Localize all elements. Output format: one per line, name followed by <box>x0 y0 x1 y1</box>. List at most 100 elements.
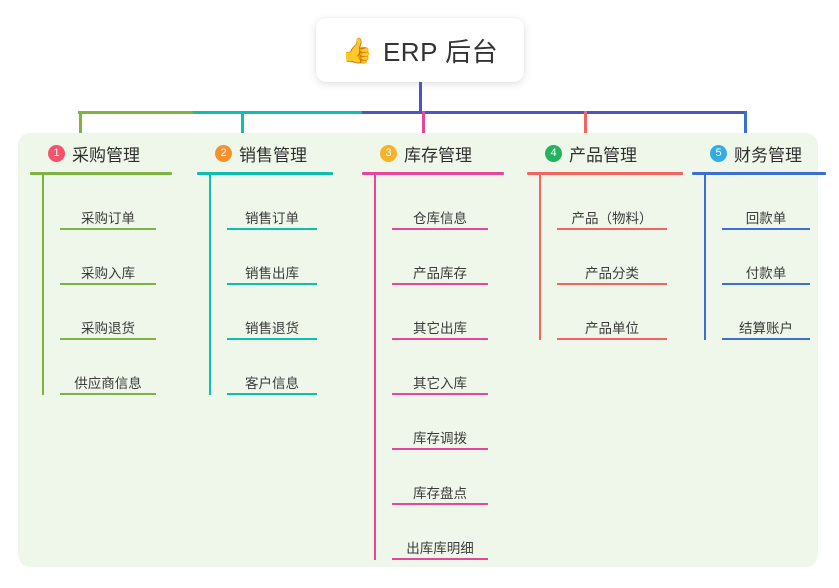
branch-header-1[interactable]: 1 采购管理 <box>30 141 172 165</box>
leaf-item-label: 销售出库 <box>245 266 299 281</box>
leaf-item-underline <box>227 283 317 285</box>
leaf-item-underline <box>392 393 488 395</box>
branch-title: 采购管理 <box>72 145 140 165</box>
branch-title: 财务管理 <box>734 145 802 165</box>
connector-segment-green <box>78 111 194 114</box>
leaf-item-label: 回款单 <box>745 211 787 226</box>
branch-underline <box>197 172 333 175</box>
leaf-item-underline <box>60 338 156 340</box>
leaf-item-label: 供应商信息 <box>74 376 142 391</box>
leaf-item-label: 销售订单 <box>245 211 299 226</box>
leaf-item[interactable]: 销售订单 <box>227 175 317 230</box>
root-stem-connector <box>419 82 422 111</box>
branch-number-badge: 4 <box>545 144 562 162</box>
connector-drop-4 <box>584 111 587 144</box>
leaf-item[interactable]: 产品库存 <box>392 230 488 285</box>
leaf-item[interactable]: 出库库明细 <box>392 505 488 560</box>
leaf-item[interactable]: 仓库信息 <box>392 175 488 230</box>
branch-items: 销售订单销售出库销售退货客户信息 <box>197 175 333 395</box>
branch-underline <box>30 172 172 175</box>
branches-panel <box>18 133 818 567</box>
leaf-item-label: 产品（物料） <box>571 211 653 226</box>
leaf-item-label: 结算账户 <box>739 321 793 336</box>
root-node[interactable]: 👍 ERP 后台 <box>316 18 524 82</box>
leaf-item[interactable]: 供应商信息 <box>60 340 156 395</box>
connector-drop-1 <box>79 111 82 144</box>
leaf-item-label: 产品库存 <box>413 266 467 281</box>
leaf-item[interactable]: 销售退货 <box>227 285 317 340</box>
leaf-item[interactable]: 客户信息 <box>227 340 317 395</box>
leaf-item[interactable]: 产品（物料） <box>557 175 667 230</box>
root-node-title: ERP 后台 <box>382 36 499 67</box>
leaf-item-label: 其它入库 <box>413 376 467 391</box>
leaf-item-underline <box>722 283 810 285</box>
leaf-item-label: 付款单 <box>745 266 787 281</box>
leaf-item[interactable]: 采购退货 <box>60 285 156 340</box>
leaf-item-label: 销售退货 <box>245 321 299 336</box>
leaf-item-label: 库存盘点 <box>413 486 467 501</box>
branch-number-badge: 2 <box>215 144 232 162</box>
leaf-item-label: 客户信息 <box>245 376 299 391</box>
connector-drop-2 <box>241 111 244 144</box>
branch-items: 采购订单采购入库采购退货供应商信息 <box>30 175 172 395</box>
leaf-item-label: 采购退货 <box>81 321 135 336</box>
leaf-item-label: 仓库信息 <box>413 211 467 226</box>
leaf-item-label: 库存调拨 <box>413 431 467 446</box>
leaf-item[interactable]: 其它出库 <box>392 285 488 340</box>
leaf-item-label: 采购订单 <box>81 211 135 226</box>
leaf-item-underline <box>227 338 317 340</box>
leaf-item-underline <box>392 503 488 505</box>
leaf-item[interactable]: 产品单位 <box>557 285 667 340</box>
leaf-item-label: 采购入库 <box>81 266 135 281</box>
leaf-item-underline <box>722 338 810 340</box>
leaf-item-underline <box>392 283 488 285</box>
connector-segment-indigo <box>362 111 747 114</box>
branch-number-badge: 5 <box>710 144 727 162</box>
leaf-item-underline <box>392 338 488 340</box>
branch-spine <box>539 175 541 340</box>
branch-underline <box>527 172 683 175</box>
connector-segment-teal <box>193 111 363 114</box>
leaf-item[interactable]: 结算账户 <box>722 285 810 340</box>
thumbs-up-icon: 👍 <box>341 35 373 65</box>
leaf-item[interactable]: 采购订单 <box>60 175 156 230</box>
leaf-item-underline <box>227 228 317 230</box>
leaf-item[interactable]: 采购入库 <box>60 230 156 285</box>
leaf-item[interactable]: 库存调拨 <box>392 395 488 450</box>
branch-number-badge: 1 <box>48 144 65 162</box>
leaf-item[interactable]: 产品分类 <box>557 230 667 285</box>
branch-column-4: 4 产品管理产品（物料） 产品分类产品单位 <box>527 141 683 340</box>
branch-items: 仓库信息产品库存其它出库其它入库库存调拨库存盘点出库库明细 <box>362 175 504 560</box>
branch-header-4[interactable]: 4 产品管理 <box>527 141 683 165</box>
branch-column-1: 1 采购管理采购订单采购入库采购退货供应商信息 <box>30 141 172 395</box>
branch-items: 回款单付款单结算账户 <box>692 175 826 340</box>
branch-column-2: 2 销售管理销售订单销售出库销售退货客户信息 <box>197 141 333 395</box>
branch-title: 库存管理 <box>404 145 472 165</box>
branch-underline <box>362 172 504 175</box>
leaf-item[interactable]: 付款单 <box>722 230 810 285</box>
leaf-item-underline <box>392 448 488 450</box>
branch-title: 产品管理 <box>569 145 637 165</box>
branch-underline <box>692 172 826 175</box>
branch-spine <box>704 175 706 340</box>
leaf-item-label: 出库库明细 <box>406 541 474 556</box>
branch-column-5: 5 财务管理回款单付款单结算账户 <box>692 141 826 340</box>
branch-title: 销售管理 <box>239 145 307 165</box>
leaf-item-underline <box>392 558 488 560</box>
branch-spine <box>374 175 376 560</box>
branch-header-2[interactable]: 2 销售管理 <box>197 141 333 165</box>
leaf-item[interactable]: 销售出库 <box>227 230 317 285</box>
leaf-item[interactable]: 回款单 <box>722 175 810 230</box>
branch-header-5[interactable]: 5 财务管理 <box>692 141 826 165</box>
leaf-item-underline <box>722 228 810 230</box>
leaf-item-underline <box>60 393 156 395</box>
leaf-item-underline <box>557 228 667 230</box>
leaf-item-label: 产品分类 <box>585 266 639 281</box>
branch-spine <box>209 175 211 395</box>
leaf-item-label: 产品单位 <box>585 321 639 336</box>
leaf-item[interactable]: 库存盘点 <box>392 450 488 505</box>
leaf-item[interactable]: 其它入库 <box>392 340 488 395</box>
